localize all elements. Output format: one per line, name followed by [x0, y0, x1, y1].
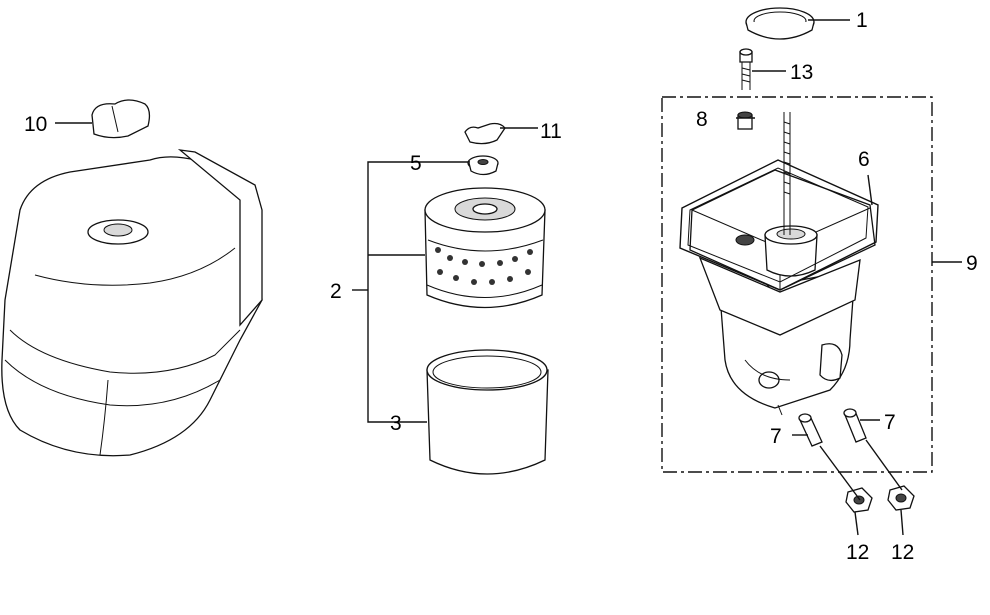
gasket-6 — [679, 159, 879, 291]
nut-12a — [845, 487, 873, 513]
seal-5 — [467, 155, 499, 176]
callout-11: 11 — [540, 120, 562, 143]
wing-nut-10 — [91, 99, 151, 139]
collar-7a — [798, 413, 823, 447]
bolt-13 — [739, 48, 753, 90]
callout-7a: 7 — [770, 425, 782, 448]
stud-bolt — [783, 112, 791, 235]
callout-12b: 12 — [891, 541, 914, 564]
callout-12a: 12 — [846, 541, 869, 564]
outer-foam-3 — [426, 349, 549, 475]
case-assembly-border-9 — [661, 96, 962, 473]
callout-2: 2 — [330, 280, 342, 303]
callout-6: 6 — [858, 148, 870, 171]
nut-12b — [887, 485, 915, 511]
collar-8 — [737, 111, 753, 130]
collar-7b — [843, 408, 867, 443]
wing-nut-11 — [464, 122, 506, 145]
callout-7b: 7 — [884, 411, 896, 434]
air-cleaner-case — [689, 169, 876, 416]
seal-1 — [745, 7, 815, 40]
leader-lines — [55, 19, 904, 536]
callout-10: 10 — [24, 113, 47, 136]
callout-5: 5 — [410, 152, 422, 175]
group-bracket — [352, 161, 470, 423]
callout-9: 9 — [966, 252, 978, 275]
filter-element-2 — [424, 187, 546, 309]
callout-13: 13 — [790, 61, 813, 84]
callout-8: 8 — [696, 108, 708, 131]
air-cleaner-cover — [1, 149, 263, 457]
callout-3: 3 — [390, 412, 402, 435]
callout-1: 1 — [856, 9, 868, 32]
